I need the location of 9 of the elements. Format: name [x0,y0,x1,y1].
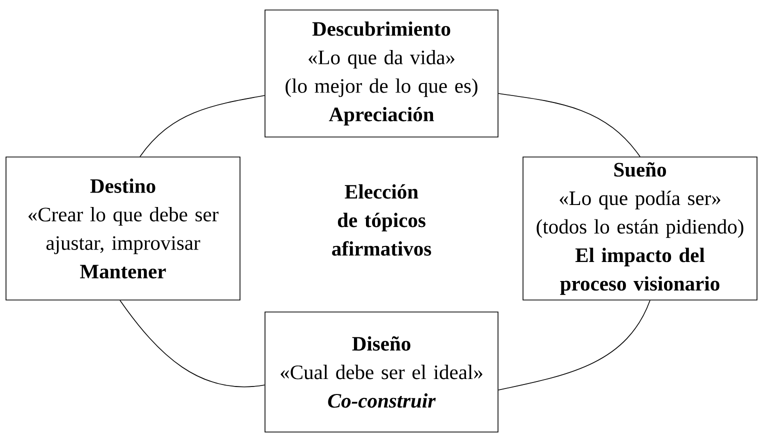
stage-box: Descubrimiento «Lo que da vida» (lo mejor de lo que es) Apreciación [264,10,498,138]
stage-box: Destino «Crear lo que debe ser ajustar, improvisar Mantener [6,156,240,300]
center-label: Elección de tópicos afirmativos [332,184,432,256]
connector-arc [498,93,640,157]
connector-arc [498,300,650,390]
connector-arc [120,300,265,388]
stage-box: Sueño «Lo que podía ser» (todos lo están pidiendo) El impacto del proceso visionario [522,156,758,300]
stage-box: Diseño «Cual debe ser el ideal» Co-construir [264,312,498,432]
connector-arc [140,95,265,157]
